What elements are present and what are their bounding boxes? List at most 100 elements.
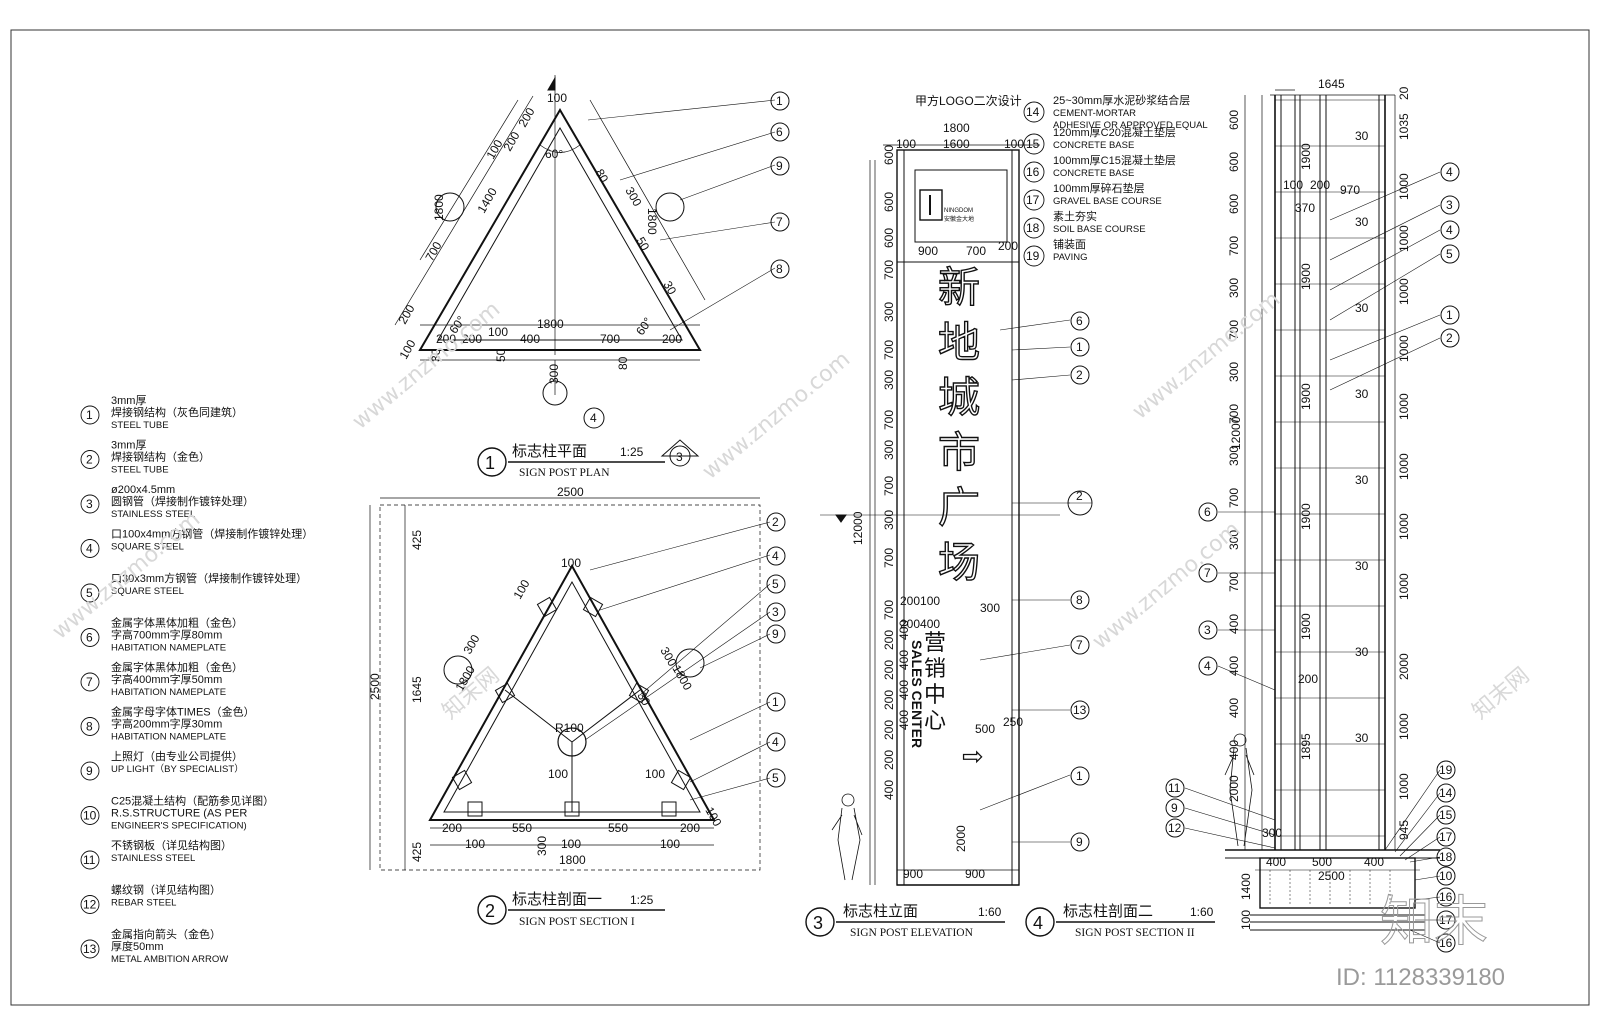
dim-angle-right: 60°: [633, 315, 655, 338]
legend-zh1: 不锈钢板（详见结构图）: [111, 838, 232, 852]
dim-sec2-right: 1000: [1397, 773, 1411, 800]
plan-title-number: 1: [485, 453, 495, 473]
dim-plan-left-1400: 1400: [474, 185, 500, 215]
dim-elev-left: 600: [882, 192, 896, 212]
dim-sec2-right: 2000: [1397, 653, 1411, 680]
legend-zh2: 口100x4mm方钢管（焊接制作镀锌处理）: [111, 527, 313, 541]
dim-sec2-base-500: 500: [1312, 855, 1332, 869]
sec2-labels: 1645 12000 100 200 970 370 200 300 400 5…: [1033, 77, 1453, 950]
elev-logo-panel: [914, 169, 1008, 243]
base-note-number: 18: [1026, 221, 1040, 235]
dim-plan-left-1800: 1800: [432, 194, 446, 221]
legend-number-circle: [80, 850, 100, 870]
dim-plan-right-30: 30: [660, 279, 679, 298]
elev-big-char: 新: [938, 263, 980, 312]
sec2-title-number: 4: [1033, 913, 1043, 933]
sec2-callout-number: 18: [1439, 850, 1453, 864]
legend-zh2: 厚度50mm: [111, 939, 164, 953]
callout-1b: 1: [772, 695, 779, 709]
dim-plan-bottom-400: 400: [520, 332, 540, 346]
dim-elev-left: 700: [882, 260, 896, 280]
sec2-callout-number: 19: [1439, 763, 1453, 777]
dim-plan-bottom-30: 30: [429, 348, 443, 362]
base-note-circle: [1023, 245, 1045, 267]
dim-sec2-right: 1000: [1397, 573, 1411, 600]
dim-sec2-base-2500: 2500: [1318, 869, 1345, 883]
dim-sec2-left: 2000: [1227, 775, 1241, 802]
callout-1d: 1: [1076, 769, 1083, 783]
dim-sec2-thirty: 30: [1355, 387, 1369, 401]
dim-sec1-side-100: 100: [510, 577, 532, 602]
dim-elev-height: 12000: [851, 511, 865, 545]
legend-zh2: 口30x3mm方钢管（焊接制作镀锌处理）: [111, 571, 307, 585]
dim-elev-bottom-r: 900: [965, 867, 985, 881]
dim-sec1-bot: 425: [410, 842, 424, 862]
legend-zh1: C25混凝土结构（配筋参见详图）: [111, 794, 274, 808]
plan-labels: 100 1800 60° 60° 60° 700 200 1400 200 20…: [395, 91, 783, 479]
legend-number-circle: [80, 806, 100, 825]
dim-elev-left: 300: [882, 370, 896, 390]
dim-plan-left-200b: 200: [500, 129, 522, 154]
dim-plan-left-100: 100: [483, 137, 505, 162]
dim-sec2-thirty: 30: [1355, 473, 1369, 487]
dim-sec2-mid: 1900: [1299, 383, 1313, 410]
legend-en: STEEL TUBE: [111, 420, 169, 431]
watermark-site-2: www.znzmo.com: [698, 347, 855, 485]
dim-sec2-foot-100: 100: [1239, 910, 1253, 930]
dim-elev-logo-700: 700: [966, 244, 986, 258]
dim-sec2-right: 1000: [1397, 513, 1411, 540]
callout-8: 8: [776, 262, 783, 276]
legend-number: 5: [86, 586, 93, 600]
sec2-callout-number: 16: [1439, 890, 1453, 904]
up-light-circle: [655, 192, 685, 222]
dim-sec2-left: 700: [1227, 404, 1241, 424]
dim-sec1-tube: R100: [555, 721, 584, 735]
sec1-labels: 2500 2500 425 1645 425 1800 200 550 550 …: [368, 485, 779, 928]
plan-ref-top: 3: [676, 450, 683, 464]
base-note-number: 19: [1026, 249, 1040, 263]
dim-sec2-mid: 1900: [1299, 143, 1313, 170]
legend-en: UP LIGHT（BY SPECIALIST）: [111, 763, 244, 775]
base-note-en1: SOIL BASE COURSE: [1053, 224, 1146, 235]
dim-sec2-left: 600: [1227, 194, 1241, 214]
dim-sec2-right: 1000: [1397, 278, 1411, 305]
base-note-zh: 铺装面: [1053, 238, 1086, 251]
callout-6: 6: [776, 125, 783, 139]
legend-en: REBAR STEEL: [111, 898, 176, 909]
dim-sec2-left: 600: [1227, 110, 1241, 130]
dim-sec1-inner-200b: 200: [680, 821, 700, 835]
dim-plan-top: 100: [547, 91, 567, 105]
dim-sec2-inner-200: 200: [1310, 178, 1330, 192]
dim-sec2-left: 400: [1227, 656, 1241, 676]
dim-sec2-height: 12000: [1229, 416, 1243, 450]
dim-sec1-top-100: 100: [561, 556, 581, 570]
plan-title-zh: 标志柱平面: [512, 443, 587, 460]
dim-plan-bottom-700: 700: [600, 332, 620, 346]
legend-number-circle: [80, 717, 100, 736]
dim-elev-edge-r: 100: [1004, 137, 1024, 151]
dim-sec1-inner-200a: 200: [442, 821, 462, 835]
dim-sec2-base-400a: 400: [1266, 855, 1286, 869]
dim-plan-left-200: 200: [395, 302, 417, 327]
legend-number-circle: [80, 672, 100, 692]
elev-small-char: 心: [924, 709, 946, 734]
dim-elev-left: 200: [882, 720, 896, 740]
sec2-callout-number: 6: [1204, 505, 1211, 519]
base-note-circle: [1023, 189, 1045, 211]
base-note-en1: CEMENT-MORTAR: [1053, 108, 1136, 119]
dim-sec2-thirty: 30: [1355, 301, 1369, 315]
dim-elev-bottom-l: 900: [903, 867, 923, 881]
dim-sec1-height: 2500: [368, 673, 382, 700]
base-note-number: 15: [1026, 137, 1040, 151]
elev-big-char: 城: [938, 373, 980, 422]
sec2-callout-number: 16: [1439, 936, 1453, 950]
dim-sec2-inner-100: 100: [1283, 178, 1303, 192]
callout-4b: 4: [772, 735, 779, 749]
callout-7: 7: [776, 215, 783, 229]
dim-sec1-sub-300: 300: [535, 836, 549, 856]
